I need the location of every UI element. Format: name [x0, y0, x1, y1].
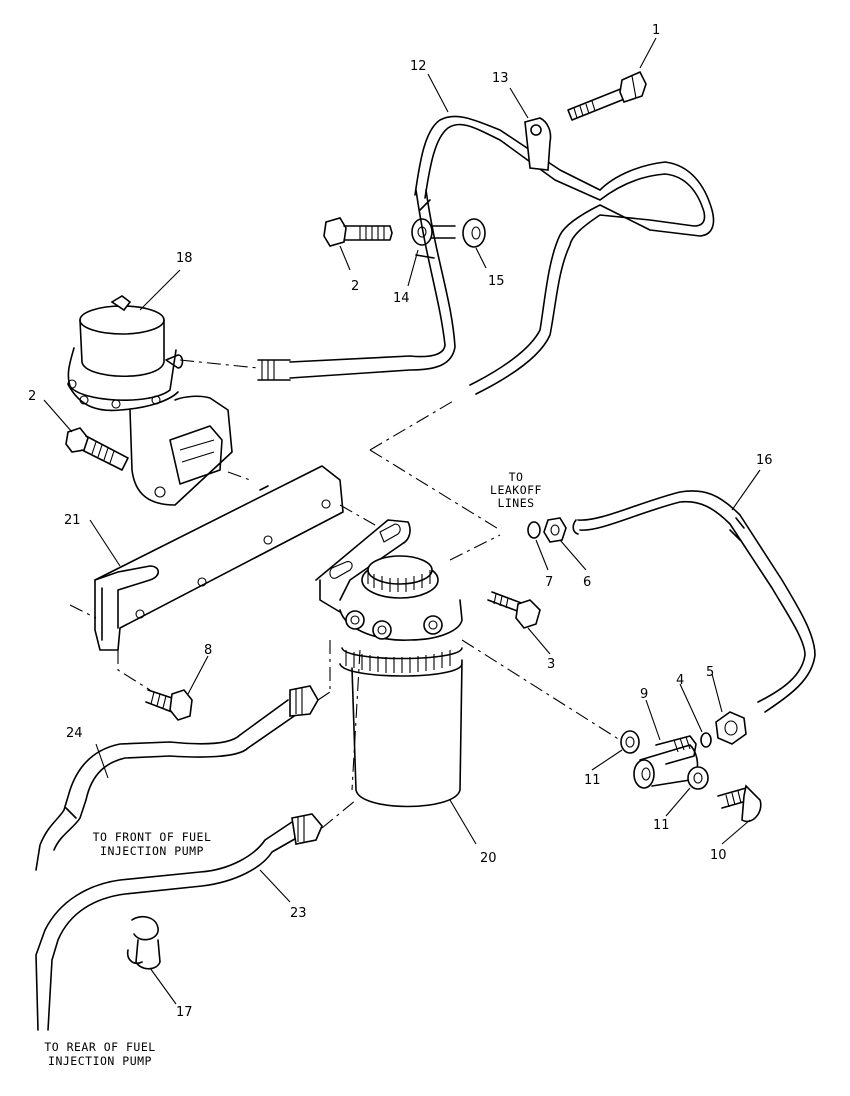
rear-pump-note: TO REAR OF FUEL INJECTION PUMP — [44, 1040, 155, 1068]
callout-12: 12 — [410, 59, 427, 74]
front-note-line-1: TO FRONT OF FUEL — [93, 830, 212, 844]
callout-6: 6 — [583, 575, 591, 590]
bolt-3-drawing — [487, 591, 541, 629]
callout-18: 18 — [176, 251, 193, 266]
bolt-2-top-drawing — [323, 217, 393, 247]
line-24-drawing — [35, 685, 331, 871]
line-16-drawing — [527, 490, 816, 713]
leader-lines — [43, 37, 761, 1005]
leakoff-note-line-3: LINES — [497, 496, 534, 510]
bolt-2-left-drawing — [65, 427, 129, 471]
fitting-assembly-drawing — [620, 711, 762, 823]
bolt-1-drawing — [567, 70, 647, 121]
leakoff-note-line-1: TO — [509, 470, 524, 484]
callout-8: 8 — [204, 643, 212, 658]
line-23-drawing — [35, 799, 357, 1031]
clamp-17-drawing — [126, 915, 161, 970]
front-note-line-2: INJECTION PUMP — [100, 844, 204, 858]
callout-15: 15 — [488, 274, 505, 289]
callout-13: 13 — [492, 71, 509, 86]
callout-10: 10 — [710, 848, 727, 863]
bolt-8-drawing — [145, 689, 193, 721]
fuel-filter-20-drawing — [315, 399, 621, 808]
callout-17: 17 — [176, 1005, 193, 1020]
callout-24: 24 — [66, 726, 83, 741]
callout-11-a: 11 — [584, 773, 601, 788]
callout-3: 3 — [547, 657, 555, 672]
washer-14-15-drawing — [289, 189, 486, 379]
callout-23: 23 — [290, 906, 307, 921]
callout-labels: 1 2 2 3 4 5 6 7 8 9 10 11 11 12 13 14 15… — [28, 23, 773, 1020]
callout-2-top: 2 — [351, 279, 359, 294]
rear-note-line-1: TO REAR OF FUEL — [44, 1040, 155, 1054]
leakoff-note-line-2: LEAKOFF — [490, 483, 542, 497]
callout-4: 4 — [676, 673, 684, 688]
fuel-pump-18-drawing — [67, 295, 291, 506]
callout-11-b: 11 — [653, 818, 670, 833]
callout-1: 1 — [652, 23, 660, 38]
bracket-21-drawing — [69, 465, 376, 691]
callout-14: 14 — [393, 291, 410, 306]
leakoff-note: TO LEAKOFF LINES — [490, 470, 542, 510]
callout-7: 7 — [545, 575, 553, 590]
callout-5: 5 — [706, 665, 714, 680]
callout-20: 20 — [480, 851, 497, 866]
rear-note-line-2: INJECTION PUMP — [48, 1054, 152, 1068]
callout-16: 16 — [756, 453, 773, 468]
callout-9: 9 — [640, 687, 648, 702]
front-pump-note: TO FRONT OF FUEL INJECTION PUMP — [93, 830, 212, 858]
return-line-12-drawing — [414, 115, 715, 395]
callout-21: 21 — [64, 513, 81, 528]
callout-2-left: 2 — [28, 389, 36, 404]
